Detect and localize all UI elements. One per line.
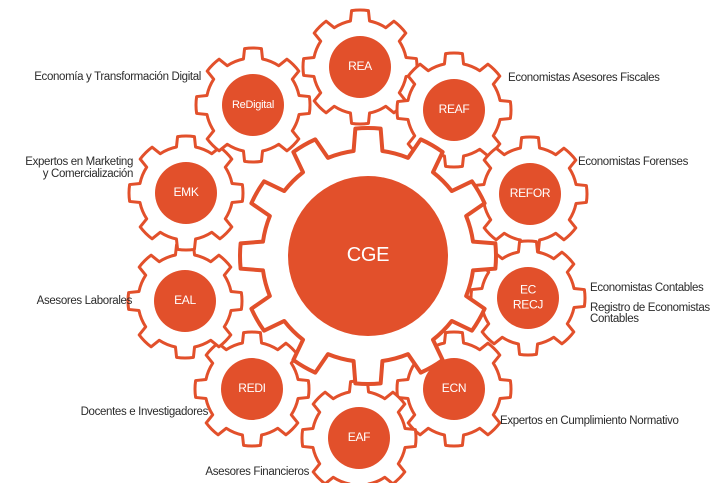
rea-gear-label: REA: [348, 59, 372, 73]
cge-gear-label: CGE: [347, 244, 389, 266]
cge-gear-disc: [288, 176, 448, 336]
ecn-gear-label: ECN: [442, 381, 466, 395]
label-ecn: Expertos en Cumplimiento Normativo: [500, 415, 679, 427]
reaf-gear-label: REAF: [439, 102, 470, 116]
reaf-gear-disc: [423, 79, 485, 141]
eaf-gear-label: EAF: [348, 430, 370, 444]
rea-gear-disc: [329, 36, 391, 98]
redi-gear-label: REDI: [238, 381, 265, 395]
redi-gear: REDI: [193, 330, 311, 448]
label-emk: Expertos en Marketing y Comercialización: [25, 156, 133, 180]
redi-gear-disc: [221, 358, 283, 420]
refor-gear: REFOR: [471, 135, 589, 253]
eaf-gear-disc: [328, 407, 390, 469]
refor-gear-label: REFOR: [510, 186, 551, 200]
eal-gear-disc: [154, 270, 216, 332]
label-refor: Economistas Forenses: [578, 156, 688, 168]
redigital-gear-label: ReDigital: [232, 99, 274, 111]
redigital-gear-disc: [222, 74, 284, 136]
label-redigital: Economía y Transformación Digital: [34, 71, 201, 83]
redigital-gear: ReDigital: [194, 46, 312, 164]
reaf-gear: REAF: [395, 51, 513, 169]
label-reaf: Economistas Asesores Fiscales: [508, 72, 660, 84]
eal-gear-label: EAL: [174, 293, 196, 307]
ecn-gear-disc: [423, 358, 485, 420]
emk-gear: EMK: [127, 134, 245, 252]
label-recj: Registro de Economistas Contables: [590, 302, 710, 325]
eaf-gear: EAF: [300, 379, 418, 483]
label-redi: Docentes e Investigadores: [80, 406, 209, 418]
eal-gear: EAL: [126, 242, 244, 360]
refor-gear-disc: [499, 163, 561, 225]
emk-gear-disc: [155, 162, 217, 224]
ec-recj-gear-disc: [497, 267, 559, 329]
label-eal: Asesores Laborales: [36, 295, 133, 307]
rea-gear: REA: [301, 8, 419, 126]
emk-gear-label: EMK: [173, 185, 198, 199]
label-eaf: Asesores Financieros: [205, 466, 309, 478]
cge-gear: CGE: [238, 126, 498, 386]
label-ec: Economistas Contables: [590, 282, 704, 294]
